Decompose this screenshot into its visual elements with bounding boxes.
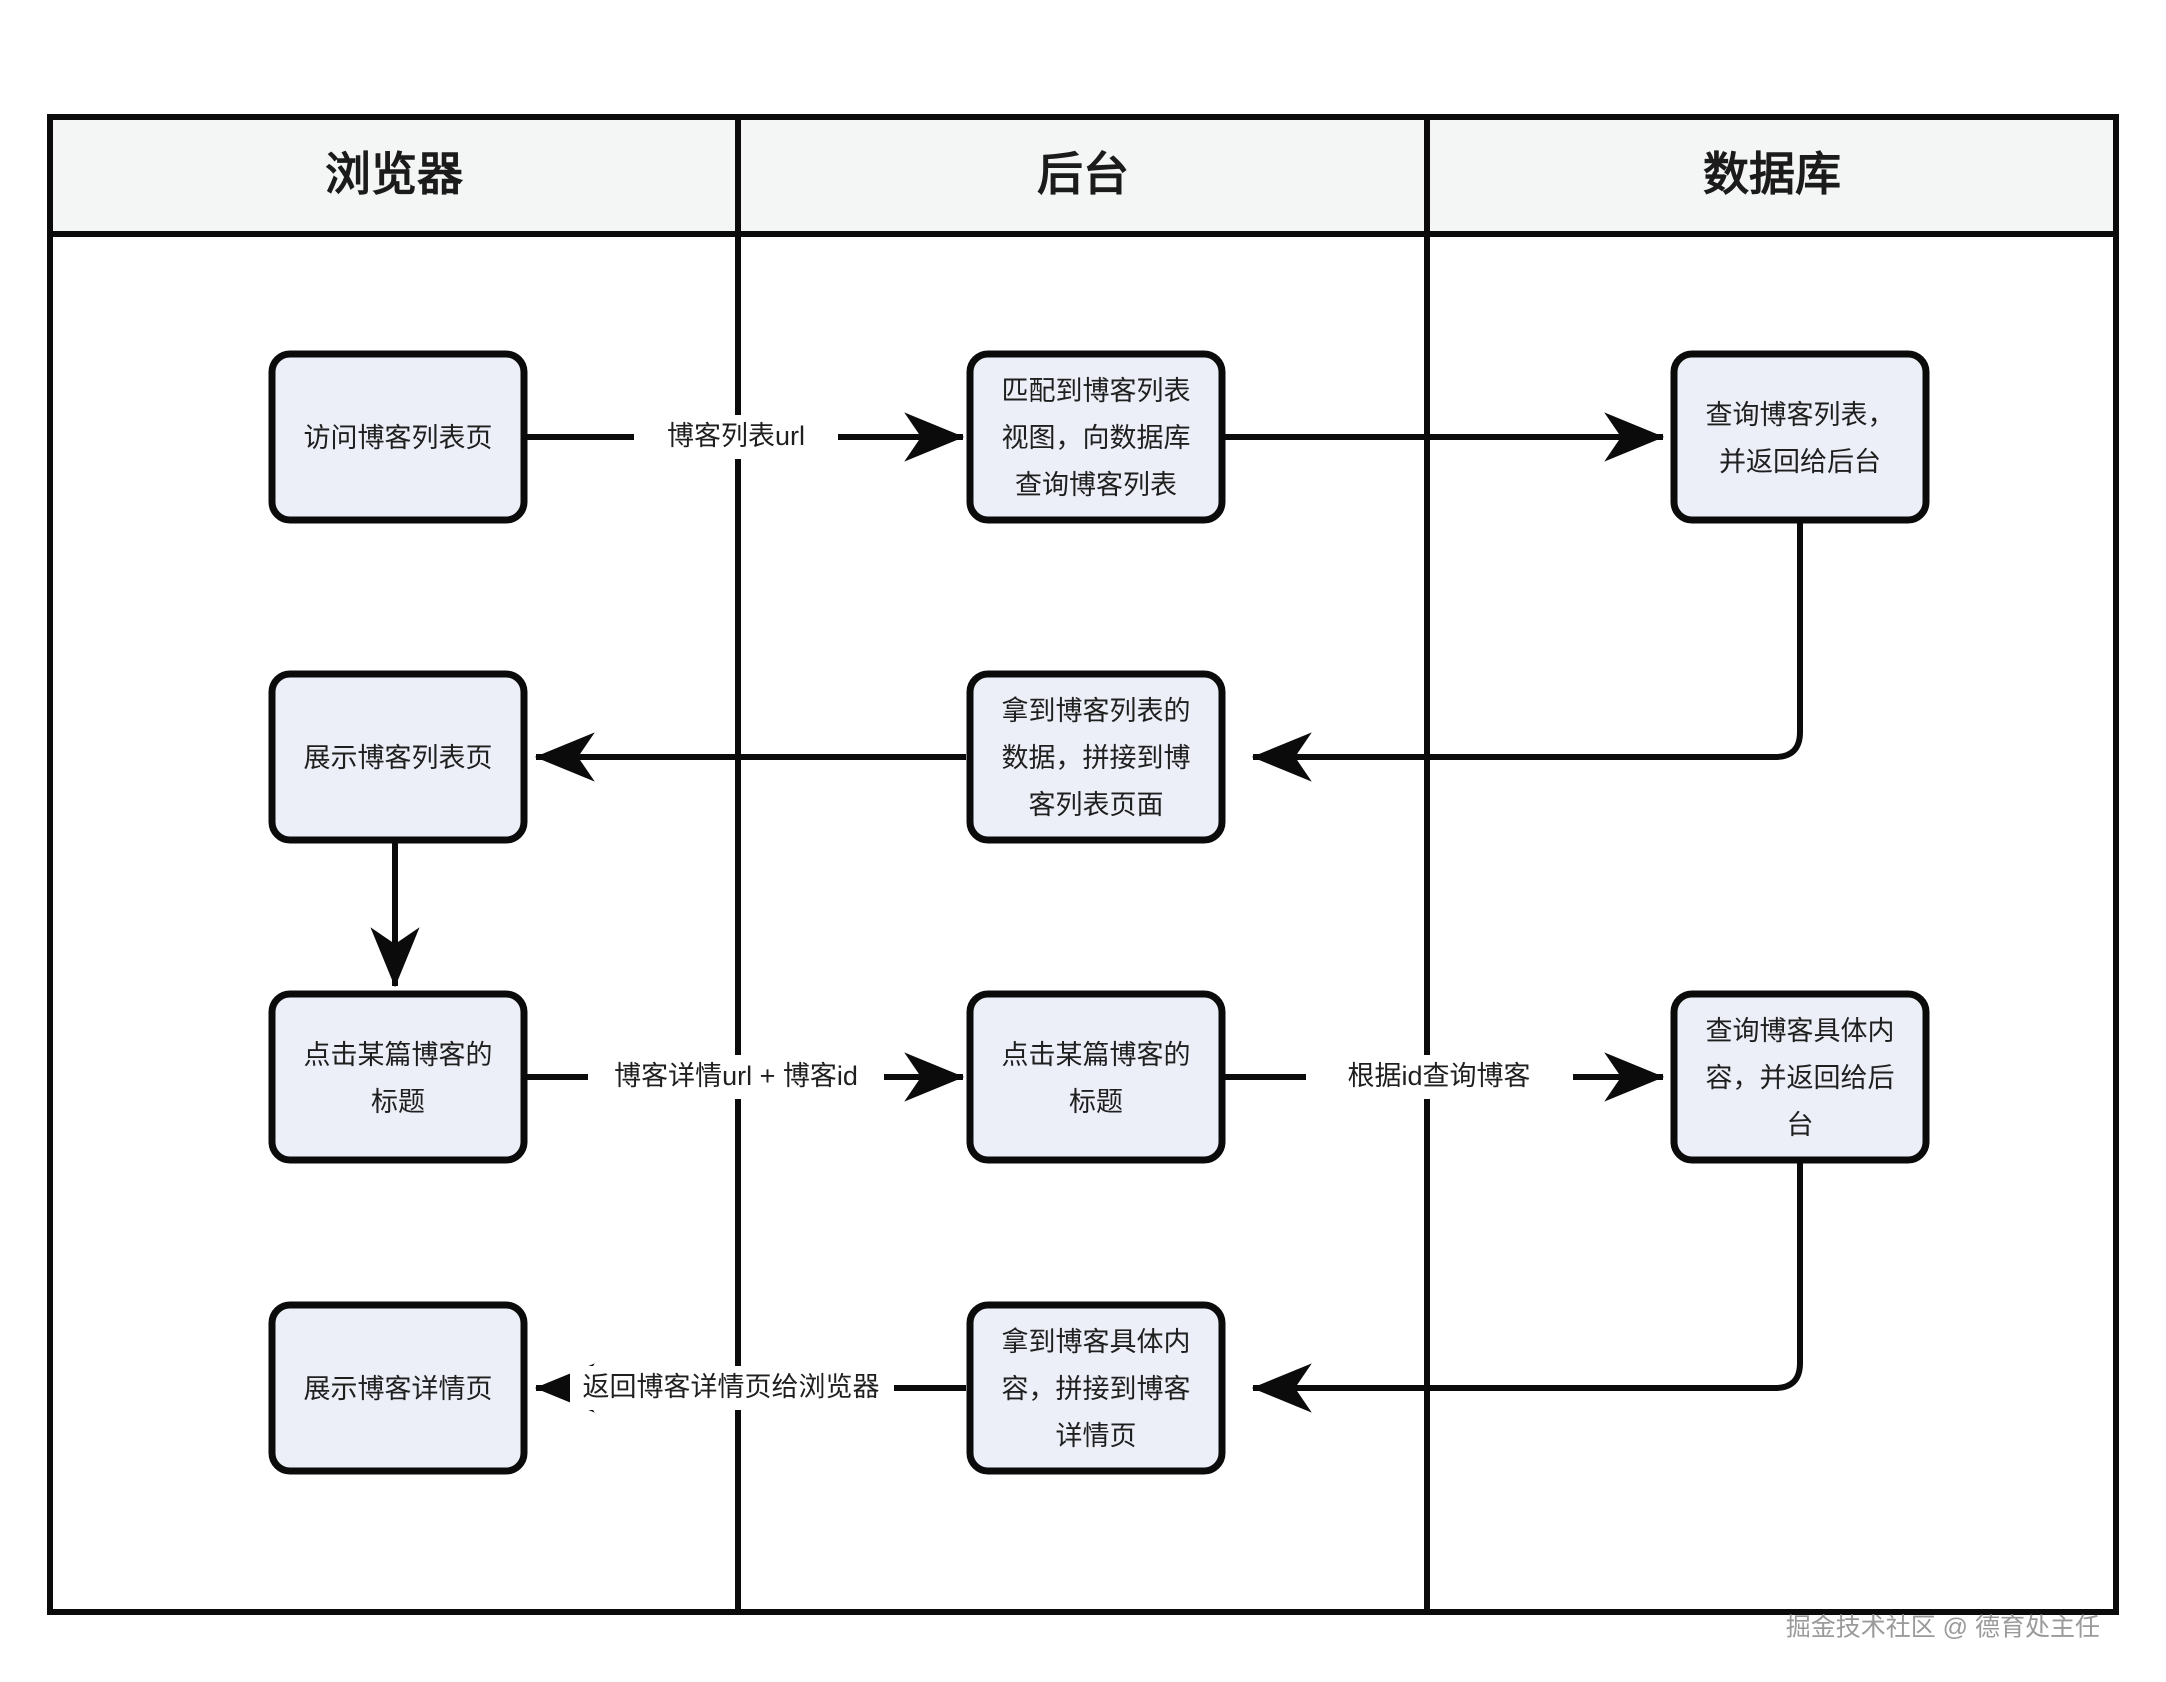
lane-header-database: 数据库 — [1703, 148, 1841, 200]
node-box[interactable] — [268, 350, 528, 524]
node-show-blog-detail-page[interactable]: 展示博客详情页 — [268, 1301, 528, 1475]
node-box[interactable] — [268, 670, 528, 844]
svg-text:客列表页面: 客列表页面 — [1029, 790, 1164, 820]
svg-text:点击某篇博客的: 点击某篇博客的 — [1002, 1040, 1191, 1070]
edge-label-text: 博客详情url + 博客id — [614, 1061, 858, 1091]
node-text-line: 点击某篇博客的 — [1002, 1040, 1191, 1070]
edge-label-blog-list-url: 博客列表url — [636, 415, 836, 459]
edge-labels: 博客列表url 博客详情url + 博客id 根据id查询博客 返回博客详情页给… — [570, 415, 1571, 1410]
svg-text:台: 台 — [1787, 1110, 1814, 1140]
node-box[interactable] — [268, 990, 528, 1164]
node-text-line: 查询博客具体内 — [1706, 1016, 1895, 1046]
svg-text:容，并返回给后: 容，并返回给后 — [1706, 1063, 1895, 1093]
node-box[interactable] — [268, 1301, 528, 1475]
edge-label-backdrop — [590, 1055, 882, 1099]
node-text-line: 查询博客列表， — [1706, 400, 1895, 430]
diagram-outer-border — [47, 114, 2119, 1615]
edge-label-blog-detail-url-id: 博客详情url + 博客id — [590, 1055, 882, 1099]
edge-label-backdrop — [570, 1366, 892, 1410]
node-text-line: 拿到博客具体内 — [1002, 1327, 1191, 1357]
edge-label-query-blog-by-id: 根据id查询博客 — [1308, 1055, 1571, 1099]
node-text-line: 数据，拼接到博 — [1002, 743, 1191, 773]
node-show-blog-list-page[interactable]: 展示博客列表页 — [268, 670, 528, 844]
svg-text:拿到博客具体内: 拿到博客具体内 — [1002, 1327, 1191, 1357]
node-query-blog-list-return[interactable]: 查询博客列表， 并返回给后台 — [1670, 350, 1930, 524]
connector-n8-to-n10 — [1251, 1160, 1803, 1413]
svg-text:标题: 标题 — [371, 1087, 425, 1117]
svg-text:查询博客列表，: 查询博客列表， — [1706, 400, 1895, 430]
svg-text:点击某篇博客的: 点击某篇博客的 — [304, 1040, 493, 1070]
node-assemble-blog-detail-data[interactable]: 拿到博客具体内 容，拼接到博客 详情页 — [966, 1301, 1226, 1475]
node-box[interactable] — [1670, 350, 1930, 524]
node-text-line: 台 — [1787, 1110, 1814, 1140]
node-click-blog-title-backend[interactable]: 点击某篇博客的 标题 — [966, 990, 1226, 1164]
svg-text:展示博客详情页: 展示博客详情页 — [304, 1374, 493, 1404]
svg-text:数据，拼接到博: 数据，拼接到博 — [1002, 743, 1191, 773]
node-click-blog-title-browser[interactable]: 点击某篇博客的 标题 — [268, 990, 528, 1164]
node-text-line: 容，拼接到博客 — [1002, 1374, 1191, 1404]
connectors — [370, 412, 1803, 1413]
lane-header-backend: 后台 — [1037, 148, 1129, 200]
svg-text:详情页: 详情页 — [1056, 1421, 1137, 1451]
node-box[interactable] — [966, 1301, 1226, 1475]
node-box[interactable] — [966, 990, 1226, 1164]
node-text-line: 视图，向数据库 — [1002, 423, 1191, 453]
node-text-line: 标题 — [371, 1087, 425, 1117]
svg-text:并返回给后台: 并返回给后台 — [1719, 447, 1881, 477]
nodes: 访问博客列表页 匹配到博客列表 视图，向数据库 查询博客列表 — [268, 350, 1930, 1475]
lane-headers: 浏览器 后台 数据库 — [325, 148, 1841, 200]
node-visit-blog-list-page[interactable]: 访问博客列表页 — [268, 350, 528, 524]
node-text-line: 并返回给后台 — [1719, 447, 1881, 477]
node-box[interactable] — [966, 350, 1226, 524]
svg-text:查询博客具体内: 查询博客具体内 — [1706, 1016, 1895, 1046]
node-text-line: 匹配到博客列表 — [1002, 376, 1191, 406]
node-text-line: 访问博客列表页 — [304, 423, 493, 453]
node-text-line: 容，并返回给后 — [1706, 1063, 1895, 1093]
node-text-line: 客列表页面 — [1029, 790, 1164, 820]
lane-header-browser: 浏览器 — [325, 148, 464, 200]
connector-n3-to-n5 — [1251, 520, 1803, 782]
svg-text:视图，向数据库: 视图，向数据库 — [1002, 423, 1191, 453]
edge-label-text: 返回博客详情页给浏览器 — [583, 1372, 880, 1402]
edge-label-text: 博客列表url — [667, 421, 805, 451]
svg-text:展示博客列表页: 展示博客列表页 — [304, 743, 493, 773]
svg-text:标题: 标题 — [1069, 1087, 1123, 1117]
node-text-line: 展示博客列表页 — [304, 743, 493, 773]
node-match-blog-list-view[interactable]: 匹配到博客列表 视图，向数据库 查询博客列表 — [966, 350, 1226, 524]
svg-text:拿到博客列表的: 拿到博客列表的 — [1002, 696, 1191, 726]
edge-label-text: 根据id查询博客 — [1347, 1061, 1530, 1091]
node-text-line: 拿到博客列表的 — [1002, 696, 1191, 726]
edge-label-backdrop — [636, 415, 836, 459]
node-box[interactable] — [1670, 990, 1930, 1164]
svg-text:容，拼接到博客: 容，拼接到博客 — [1002, 1374, 1191, 1404]
edge-label-return-blog-detail-to-browser: 返回博客详情页给浏览器 — [570, 1366, 892, 1410]
node-assemble-blog-list-data[interactable]: 拿到博客列表的 数据，拼接到博 客列表页面 — [966, 670, 1226, 844]
svg-text:访问博客列表页: 访问博客列表页 — [304, 423, 493, 453]
svg-text:匹配到博客列表: 匹配到博客列表 — [1002, 376, 1191, 406]
edge-label-backdrop — [1308, 1055, 1571, 1099]
node-text-line: 标题 — [1069, 1087, 1123, 1117]
node-text-line: 展示博客详情页 — [304, 1374, 493, 1404]
svg-text:查询博客列表: 查询博客列表 — [1015, 470, 1177, 500]
node-query-blog-detail-return[interactable]: 查询博客具体内 容，并返回给后 台 — [1670, 990, 1930, 1164]
watermark: 掘金技术社区 @ 德育处主任 — [1786, 1614, 2100, 1642]
node-text-line: 详情页 — [1056, 1421, 1137, 1451]
lane-header-background — [50, 117, 2116, 234]
node-text-line: 点击某篇博客的 — [304, 1040, 493, 1070]
node-text-line: 查询博客列表 — [1015, 470, 1177, 500]
node-box[interactable] — [966, 670, 1226, 844]
